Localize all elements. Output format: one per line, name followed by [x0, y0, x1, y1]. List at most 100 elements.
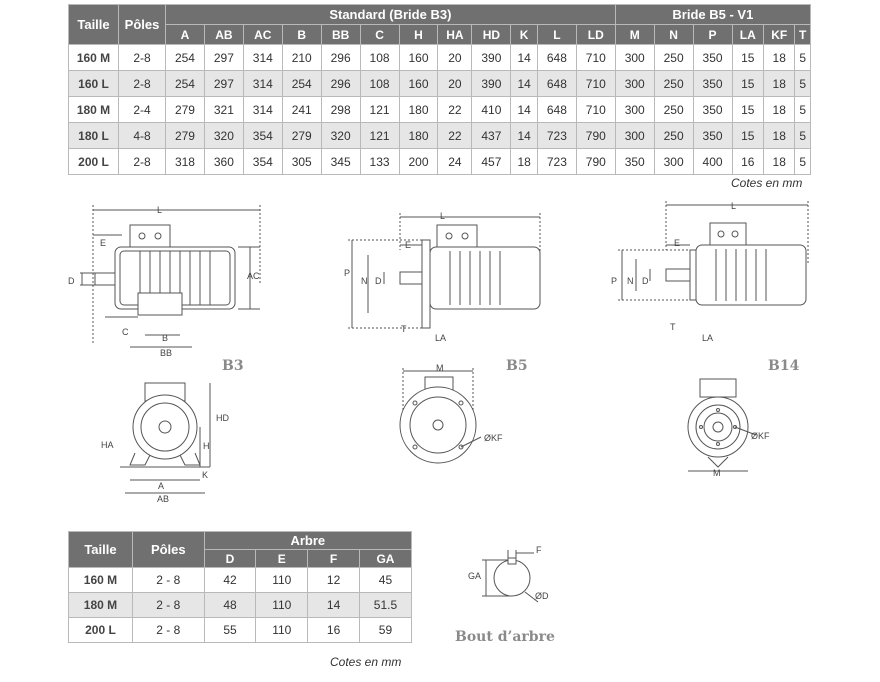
- table-cell: 16: [307, 617, 360, 643]
- table-cell: 5: [794, 122, 811, 149]
- table-cell: 279: [165, 122, 205, 149]
- b14-front-drawing: [687, 378, 757, 472]
- column-header: HD: [471, 24, 512, 45]
- table-cell: 318: [165, 148, 205, 175]
- table-cell: 305: [281, 148, 322, 175]
- table-cell: 14: [307, 592, 360, 618]
- table-cell: 160: [398, 44, 439, 71]
- cell-poles: 2-8: [118, 148, 166, 175]
- table-cell: 180: [398, 122, 439, 149]
- column-header: B: [281, 24, 322, 45]
- label-T: T: [401, 324, 407, 334]
- table-cell: 314: [242, 70, 283, 97]
- label-L: L: [731, 201, 737, 211]
- label-E: E: [100, 238, 107, 248]
- label-C: C: [122, 327, 129, 337]
- units-note: Cotes en mm: [330, 655, 402, 669]
- label-LA: LA: [702, 333, 714, 343]
- table-cell: 350: [692, 122, 733, 149]
- label-D: ØD: [535, 591, 549, 601]
- table-cell: 300: [614, 122, 655, 149]
- cell-poles: 2 - 8: [131, 567, 205, 593]
- header-taille: Taille: [68, 531, 133, 568]
- units-note: Cotes en mm: [731, 176, 803, 190]
- table-cell: 314: [242, 96, 283, 123]
- cell-taille: 180 M: [68, 96, 119, 123]
- cell-taille: 180 L: [68, 122, 119, 149]
- table-cell: 14: [510, 122, 538, 149]
- label-D: D: [68, 276, 75, 286]
- table-cell: 18: [762, 70, 796, 97]
- label-KF: ØKF: [751, 431, 770, 441]
- cell-taille: 160 M: [68, 44, 119, 71]
- table-cell: 18: [762, 44, 796, 71]
- table-cell: 320: [320, 122, 361, 149]
- table-cell: 297: [203, 44, 244, 71]
- shaft-end-drawing: [482, 550, 539, 603]
- table-cell: 200: [398, 148, 439, 175]
- table-cell: 5: [794, 70, 811, 97]
- column-header: AB: [203, 24, 244, 45]
- label-P: P: [344, 268, 351, 278]
- table-cell: 400: [692, 148, 733, 175]
- table-cell: 110: [255, 592, 309, 618]
- table-cell: 250: [653, 44, 694, 71]
- column-header: L: [536, 24, 577, 45]
- cell-poles: 2 - 8: [131, 592, 205, 618]
- table-cell: 296: [320, 44, 361, 71]
- label-GA: GA: [468, 571, 482, 581]
- table-cell: 345: [320, 148, 361, 175]
- table-cell: 16: [731, 148, 764, 175]
- table-cell: 250: [653, 70, 694, 97]
- table-cell: 18: [762, 96, 796, 123]
- table-cell: 254: [281, 70, 322, 97]
- table-cell: 48: [203, 592, 257, 618]
- label-E: E: [674, 238, 681, 248]
- column-header: T: [794, 24, 811, 45]
- column-header: KF: [762, 24, 796, 45]
- label-P: P: [611, 276, 618, 286]
- table-cell: 300: [614, 96, 655, 123]
- table-cell: 350: [692, 44, 733, 71]
- label-BB: BB: [160, 348, 173, 358]
- cell-poles: 2 - 8: [131, 617, 205, 643]
- column-header: HA: [437, 24, 473, 45]
- table-cell: 254: [165, 70, 205, 97]
- table-cell: 457: [471, 148, 512, 175]
- column-header: H: [398, 24, 439, 45]
- table-cell: 14: [510, 44, 538, 71]
- caption-b3: B3: [222, 358, 244, 374]
- table-cell: 5: [794, 44, 811, 71]
- header-arbre: Arbre: [203, 531, 413, 550]
- table-cell: 350: [692, 96, 733, 123]
- table-cell: 279: [281, 122, 322, 149]
- label-F: F: [536, 545, 542, 555]
- column-header: BB: [320, 24, 361, 45]
- cell-poles: 2-8: [118, 70, 166, 97]
- column-header: K: [510, 24, 538, 45]
- table-cell: 710: [575, 96, 616, 123]
- label-LA: LA: [435, 333, 447, 343]
- table-cell: 18: [762, 148, 796, 175]
- column-header: M: [614, 24, 655, 45]
- table-cell: 108: [359, 44, 400, 71]
- column-header: C: [359, 24, 400, 45]
- caption-b5: B5: [506, 358, 528, 374]
- column-header: AC: [242, 24, 283, 45]
- cell-poles: 2-8: [118, 44, 166, 71]
- table-cell: 241: [281, 96, 322, 123]
- table-cell: 297: [203, 70, 244, 97]
- table-cell: 350: [614, 148, 655, 175]
- table-cell: 42: [203, 567, 257, 593]
- table-cell: 15: [731, 96, 764, 123]
- b14-side-drawing: [618, 201, 809, 306]
- column-header: LA: [731, 24, 764, 45]
- table-cell: 133: [359, 148, 400, 175]
- table-cell: 22: [437, 96, 473, 123]
- column-header: A: [165, 24, 205, 45]
- label-D: D: [375, 276, 382, 286]
- label-M: M: [713, 468, 721, 478]
